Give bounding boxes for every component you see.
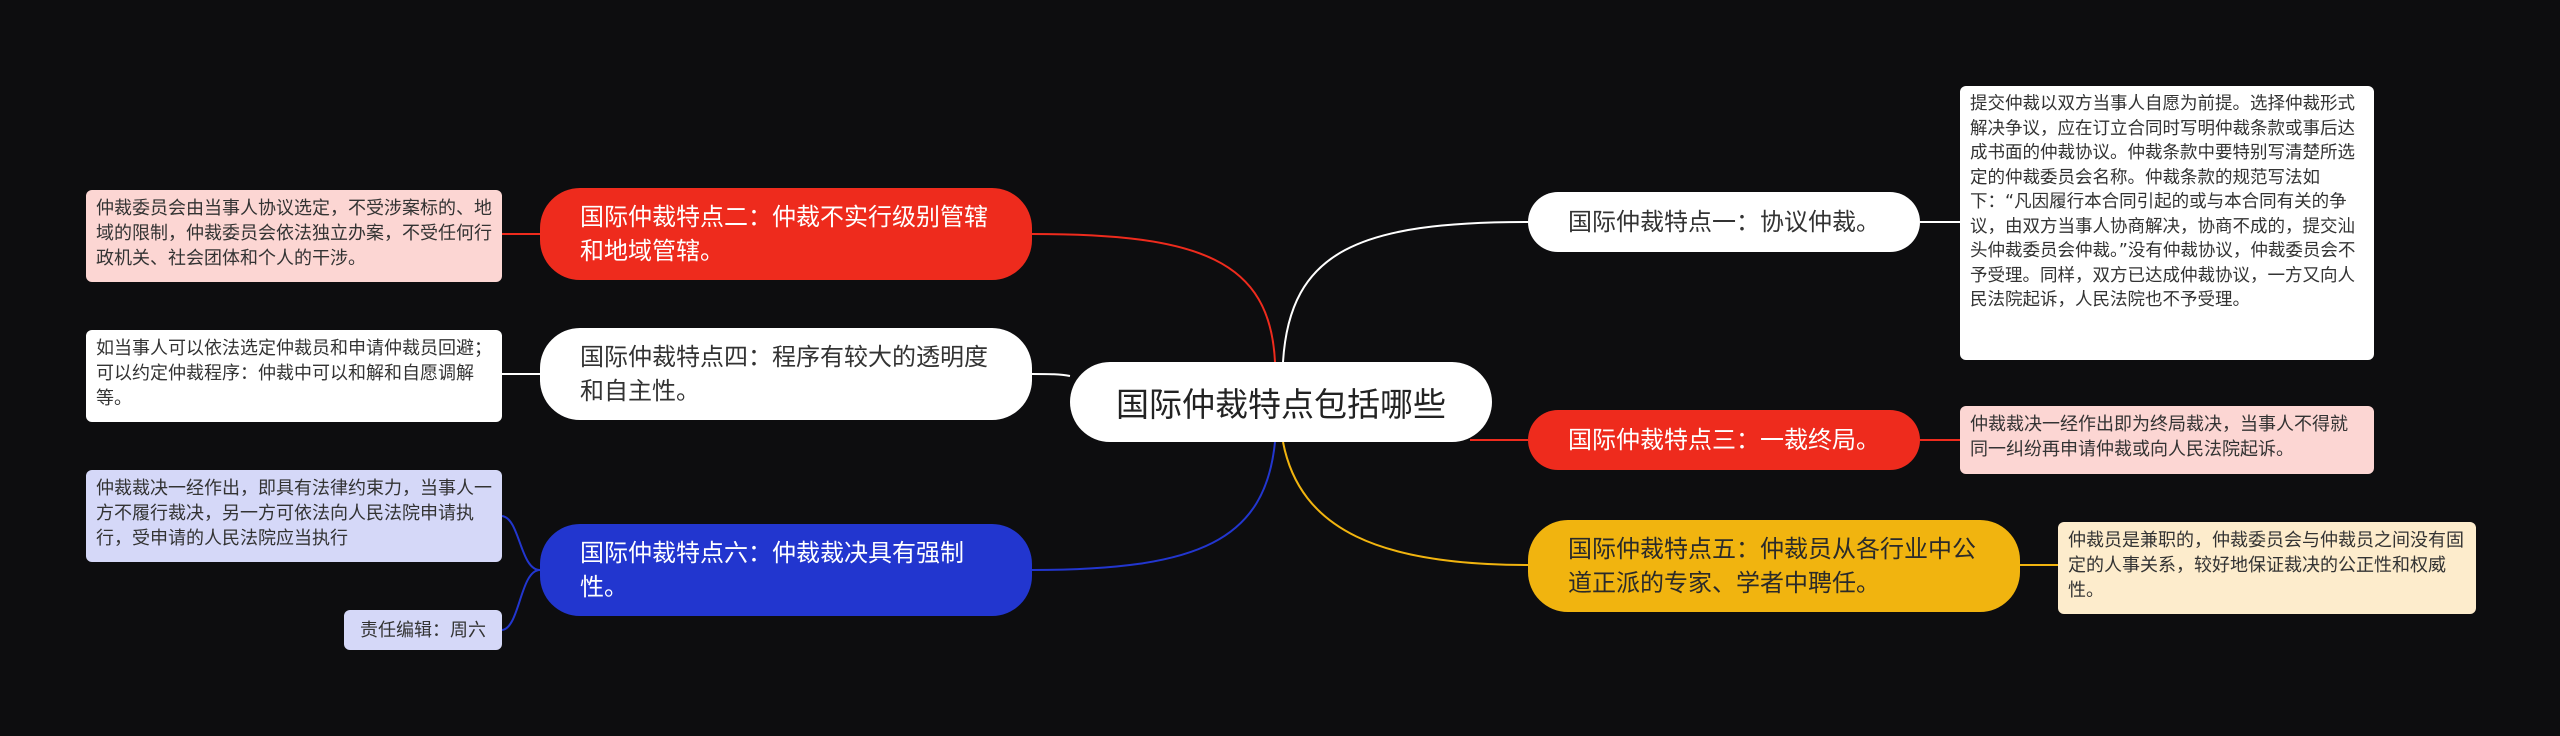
connector-topic6-extra	[501, 569, 541, 631]
note-feature-4: 如当事人可以依法选定仲裁员和申请仲裁员回避；可以约定仲裁程序：仲裁中可以和解和自…	[86, 330, 502, 422]
connector-topic6-note	[501, 515, 541, 571]
note-feature-3: 仲裁裁决一经作出即为终局裁决，当事人不得就同一纠纷再申请仲裁或向人民法院起诉。	[1960, 406, 2374, 474]
note-feature-6: 仲裁裁决一经作出，即具有法律约束力，当事人一方不履行裁决，另一方可依法向人民法院…	[86, 470, 502, 562]
topic-feature-2[interactable]: 国际仲裁特点二：仲裁不实行级别管辖和地域管辖。	[540, 188, 1032, 280]
connector-center-topic2	[1031, 233, 1276, 363]
topic-feature-3[interactable]: 国际仲裁特点三：一裁终局。	[1528, 410, 1920, 470]
topic-feature-6[interactable]: 国际仲裁特点六：仲裁裁决具有强制性。	[540, 524, 1032, 616]
connector-center-topic4	[1031, 373, 1071, 377]
connector-center-topic6	[1031, 441, 1276, 571]
note-feature-1: 提交仲裁以双方当事人自愿为前提。选择仲裁形式解决争议，应在订立合同时写明仲裁条款…	[1960, 86, 2374, 360]
topic-feature-1[interactable]: 国际仲裁特点一：协议仲裁。	[1528, 192, 1920, 252]
center-topic[interactable]: 国际仲裁特点包括哪些	[1070, 362, 1492, 442]
connector-center-topic5	[1282, 441, 1529, 566]
note-feature-5: 仲裁员是兼职的，仲裁委员会与仲裁员之间没有固定的人事关系，较好地保证裁决的公正性…	[2058, 522, 2476, 614]
topic-feature-4[interactable]: 国际仲裁特点四：程序有较大的透明度和自主性。	[540, 328, 1032, 420]
editor-credit: 责任编辑：周六	[344, 610, 502, 650]
note-feature-2: 仲裁委员会由当事人协议选定，不受涉案标的、地域的限制，仲裁委员会依法独立办案，不…	[86, 190, 502, 282]
topic-feature-5[interactable]: 国际仲裁特点五：仲裁员从各行业中公道正派的专家、学者中聘任。	[1528, 520, 2020, 612]
connector-center-topic1	[1282, 221, 1529, 363]
